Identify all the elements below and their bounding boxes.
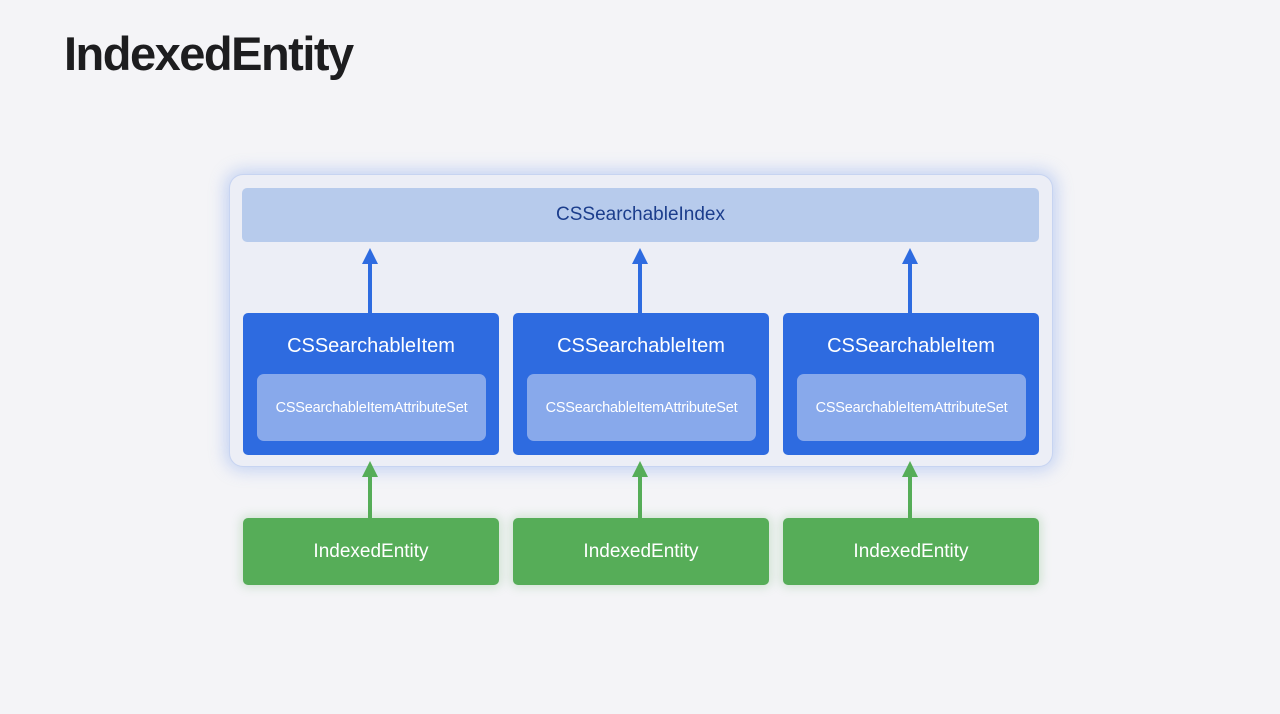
indexed-entity-label: IndexedEntity	[313, 540, 429, 562]
arrow-head-up-icon	[902, 248, 918, 264]
arrow-head-up-icon	[632, 461, 648, 477]
arrow-shaft	[638, 262, 642, 313]
searchable-item-box-2: CSSearchableItem CSSearchableItemAttribu…	[513, 313, 769, 455]
attribute-set-label: CSSearchableItemAttributeSet	[275, 399, 468, 416]
arrow-head-up-icon	[362, 248, 378, 264]
searchable-item-title: CSSearchableItem	[557, 335, 725, 357]
indexed-entity-label: IndexedEntity	[583, 540, 699, 562]
indexed-entity-box-2: IndexedEntity	[513, 518, 769, 585]
arrow-shaft	[908, 262, 912, 313]
page-title: IndexedEntity	[64, 27, 354, 80]
indexed-entity-box-1: IndexedEntity	[243, 518, 499, 585]
arrow-shaft	[368, 475, 372, 518]
arrow-shaft	[638, 475, 642, 518]
arrow-head-up-icon	[362, 461, 378, 477]
indexed-entity-label: IndexedEntity	[853, 540, 969, 562]
searchable-item-title: CSSearchableItem	[827, 335, 995, 357]
attribute-set-label: CSSearchableItemAttributeSet	[545, 399, 738, 416]
searchable-item-box-1: CSSearchableItem CSSearchableItemAttribu…	[243, 313, 499, 455]
searchable-index-label: CSSearchableIndex	[556, 204, 725, 225]
attribute-set-box: CSSearchableItemAttributeSet	[797, 374, 1026, 441]
searchable-item-title: CSSearchableItem	[287, 335, 455, 357]
attribute-set-box: CSSearchableItemAttributeSet	[527, 374, 756, 441]
arrow-shaft	[908, 475, 912, 518]
searchable-item-box-3: CSSearchableItem CSSearchableItemAttribu…	[783, 313, 1039, 455]
attribute-set-box: CSSearchableItemAttributeSet	[257, 374, 486, 441]
indexed-entity-box-3: IndexedEntity	[783, 518, 1039, 585]
arrow-shaft	[368, 262, 372, 313]
searchable-index-box: CSSearchableIndex	[242, 188, 1039, 242]
attribute-set-label: CSSearchableItemAttributeSet	[815, 399, 1008, 416]
arrow-head-up-icon	[902, 461, 918, 477]
arrow-head-up-icon	[632, 248, 648, 264]
